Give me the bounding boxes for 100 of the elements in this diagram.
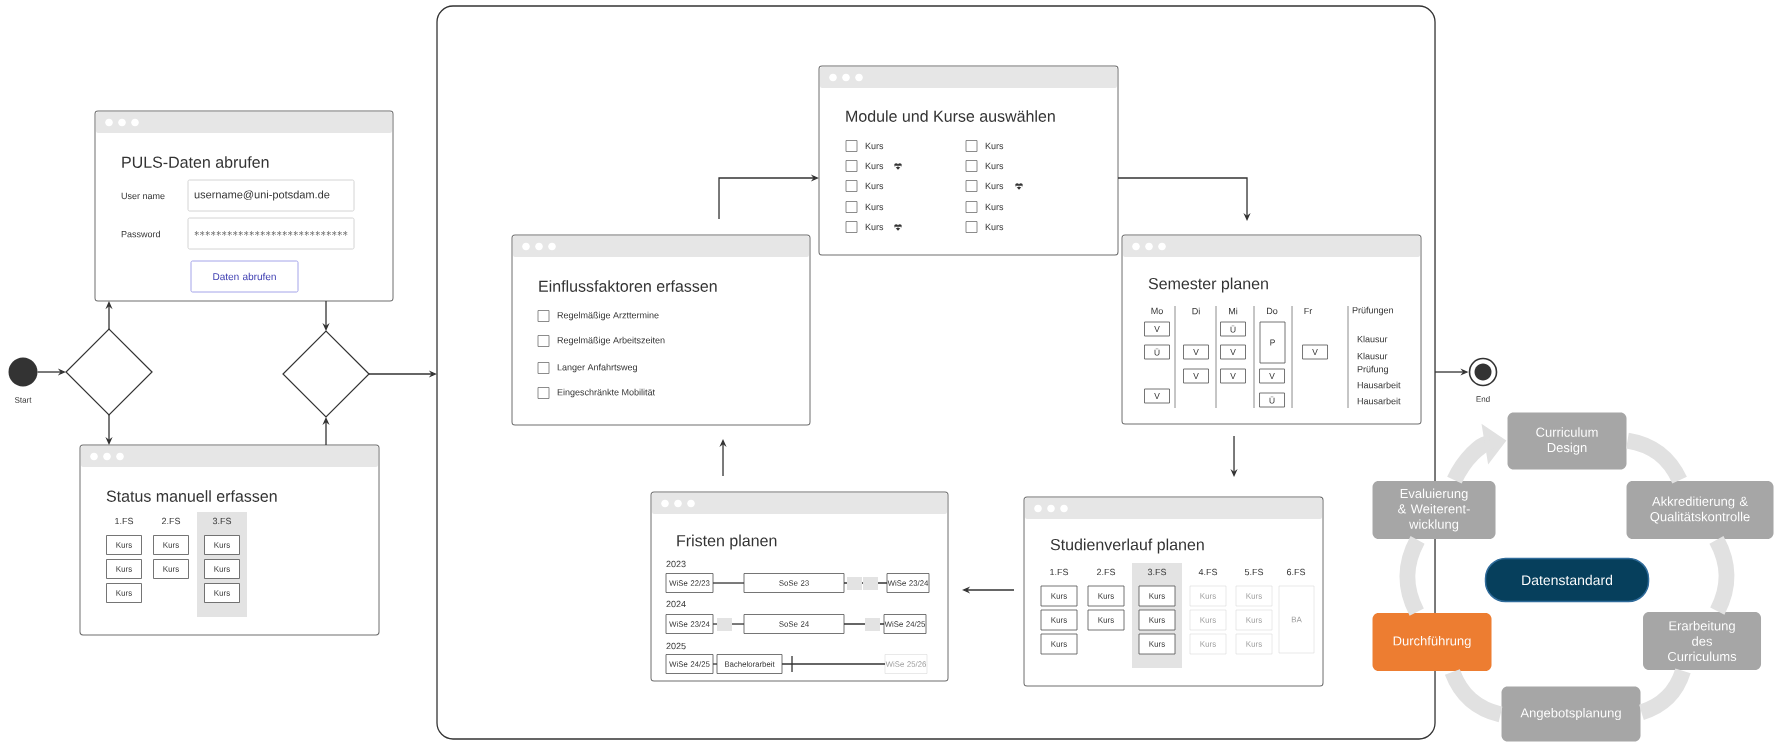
input-field: $****************************$ (187, 217, 355, 250)
checkbox: Eingeschränkte Mobilität (537, 387, 655, 399)
column-header: 2.FS (161, 517, 181, 525)
phase-box: Durchführung (1372, 613, 1492, 671)
window-title: Fristen planen (677, 534, 777, 550)
exam-label: Klausur (1357, 352, 1388, 360)
day-header: Di (1192, 307, 1200, 315)
arrow (1117, 177, 1251, 221)
column-header: 2.FS (1096, 568, 1116, 576)
checkbox: Kurs (965, 201, 1004, 213)
day-header: Do (1267, 307, 1278, 315)
cycle-connector-line (1709, 536, 1735, 615)
column-header: 1.FS (1050, 568, 1069, 576)
checkbox: Kurs (965, 221, 1004, 233)
course-box: Kurs (1235, 633, 1273, 655)
window-title: PULS-Daten abrufen (122, 156, 269, 168)
lecture-box: V (1183, 344, 1209, 360)
phase-box: Angebotsplanung (1501, 686, 1641, 742)
course-box: Kurs (1189, 585, 1227, 607)
course-box: Kurs (1040, 585, 1078, 607)
connector-line (781, 663, 886, 665)
phase-box: Erarbeitung des Curriculums (1643, 612, 1761, 670)
fetch-button: Daten abrufen (190, 260, 299, 293)
cycle-connector-line (1625, 432, 1687, 484)
field-label: User name (121, 192, 165, 200)
checkbox: Kurs (845, 180, 884, 192)
phase-box: Curriculum Design (1507, 412, 1627, 470)
course-box: Kurs (106, 583, 142, 603)
lecture-box: V (1220, 344, 1246, 360)
course-box: Kurs (106, 535, 142, 555)
checkbox: Kurs (965, 180, 1004, 192)
cycle-connector-line (1638, 668, 1691, 720)
connector-line (843, 623, 885, 625)
course-box: Kurs (204, 583, 240, 603)
year-label: 2023 (666, 560, 686, 568)
lecture-box: P (1259, 321, 1286, 364)
decision-diamond (282, 330, 370, 418)
arrow (718, 174, 819, 220)
connector-line (712, 582, 745, 584)
course-box: Kurs (1138, 585, 1176, 607)
checkbox: Kurs (845, 160, 884, 172)
lecture-box: V (1259, 368, 1285, 384)
thesis-box: BA (1278, 585, 1315, 654)
lecture-box: V (1220, 368, 1246, 384)
checkbox: Kurs (845, 201, 884, 213)
lecture-box: V (1144, 388, 1170, 404)
lecture-box: V (1144, 321, 1170, 337)
course-box: Kurs (204, 535, 240, 555)
checkbox: Regelmäßige Arbeitszeiten (537, 335, 665, 347)
lecture-box: Ü (1144, 344, 1170, 360)
phase-box: Akkreditierung & Qualitätskontrolle (1626, 481, 1774, 539)
course-box: Kurs (1235, 585, 1273, 607)
year-label: 2025 (666, 642, 686, 650)
course-box: Kurs (1087, 585, 1125, 607)
column-header: 1.FS (115, 517, 134, 525)
lecture-box: V (1302, 344, 1328, 360)
phase-box: Evaluierung & Weiterent- wicklung (1372, 481, 1496, 539)
checkbox: Kurs (965, 160, 1004, 172)
course-box: Kurs (1138, 609, 1176, 631)
course-box: Kurs (153, 559, 189, 579)
column-header: 4.FS (1198, 568, 1218, 576)
decision-diamond (65, 328, 153, 416)
course-box: Kurs (1189, 633, 1227, 655)
course-box: Kurs (153, 535, 189, 555)
year-label: 2024 (666, 600, 686, 608)
course-box: Kurs (1138, 633, 1176, 655)
day-header: Mi (1229, 307, 1238, 315)
exam-label: Hausarbeit (1357, 397, 1401, 405)
exam-label: Hausarbeit (1357, 381, 1401, 389)
course-box: Kurs (1235, 609, 1273, 631)
hub-pill: Datenstandard (1484, 557, 1650, 603)
course-box: Kurs (204, 559, 240, 579)
node-caption: End (1476, 396, 1490, 402)
course-box: Kurs (1040, 633, 1078, 655)
connector-line (843, 582, 888, 584)
checkbox: Langer Anfahrtsweg (537, 362, 637, 374)
column-header: 5.FS (1244, 568, 1264, 576)
window-title: Einflussfaktoren erfassen (539, 280, 717, 292)
course-box: Kurs (1189, 609, 1227, 631)
column-header: Prüfungen (1352, 306, 1393, 316)
day-header: Fr (1304, 307, 1313, 315)
course-box: Kurs (1040, 609, 1078, 631)
lecture-box: V (1183, 368, 1209, 384)
connector-line (712, 663, 718, 665)
lecture-box: Ü (1220, 321, 1246, 337)
connector-line (712, 623, 745, 625)
window-title: Module und Kurse auswählen (846, 110, 1055, 122)
course-box: Kurs (106, 559, 142, 579)
window-title: Status manuell erfassen (106, 490, 277, 502)
checkbox: Kurs (965, 140, 1004, 152)
field-label: Password (121, 230, 160, 238)
exam-label: Prüfung (1357, 365, 1388, 375)
checkbox: Regelmäßige Arzttermine (537, 310, 659, 322)
column-header: 6.FS (1286, 568, 1306, 576)
checkbox: Kurs (845, 221, 884, 233)
day-header: Mo (1151, 307, 1163, 315)
lecture-box: Ü (1259, 392, 1285, 408)
input-field: username@uni-potsdam.de (187, 179, 355, 212)
course-box: Kurs (1087, 609, 1125, 631)
exam-label: Klausur (1357, 335, 1388, 343)
